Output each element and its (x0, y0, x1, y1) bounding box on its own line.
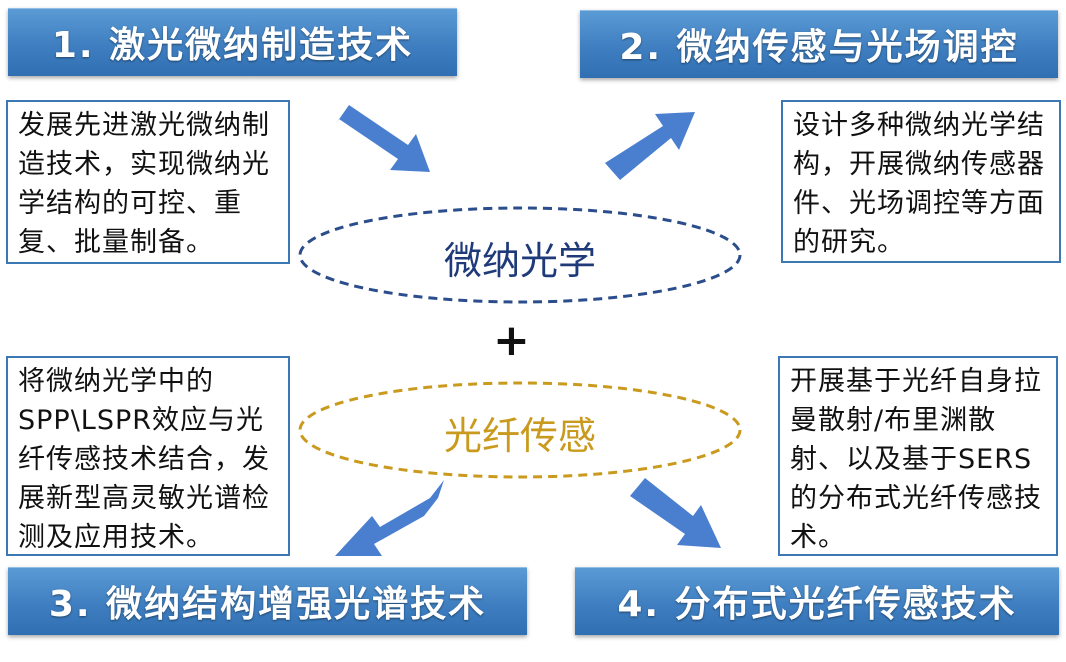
description-box-1: 发展先进激光微纳制造技术，实现微纳光学结构的可控、重复、批量制备。 (6, 100, 290, 264)
description-box-4: 开展基于光纤自身拉曼散射/布里渊散射、以及基于SERS的分布式光纤传感技术。 (778, 356, 1058, 556)
plus-sign: + (493, 315, 530, 366)
arrow-to-lower-left (335, 480, 444, 556)
bottom-ellipse (298, 381, 742, 479)
banner-enhanced-spectroscopy: 3. 微纳结构增强光谱技术 (8, 567, 527, 635)
arrow-to-lower-right (630, 478, 721, 548)
micro-nano-optics-label: 微纳光学 (443, 239, 596, 283)
arrow-to-upper-right (605, 112, 695, 180)
banner-laser-micro-nano-fabrication: 1. 激光微纳制造技术 (8, 8, 457, 76)
description-box-2: 设计多种微纳光学结构，开展微纳传感器件、光场调控等方面的研究。 (781, 100, 1061, 263)
top-ellipse (298, 206, 742, 304)
banner-distributed-fiber-sensing: 4. 分布式光纤传感技术 (575, 567, 1059, 635)
description-box-3: 将微纳光学中的SPP\LSPR效应与光纤传感技术结合，发展新型高灵敏光谱检测及应… (6, 356, 290, 556)
fiber-sensing-label: 光纤传感 (443, 414, 596, 458)
banner-micro-nano-sensing: 2. 微纳传感与光场调控 (580, 10, 1058, 78)
arrow-to-center-left-top (335, 105, 430, 172)
